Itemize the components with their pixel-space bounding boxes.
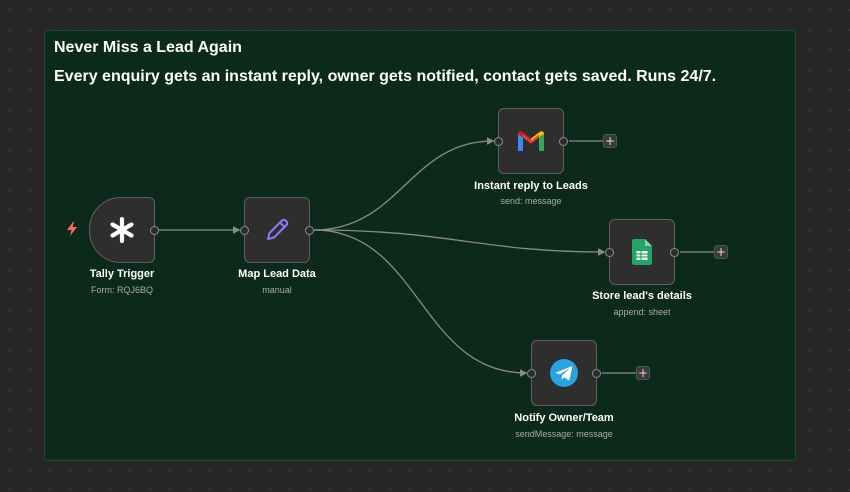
node-sublabel: send: message <box>500 196 562 206</box>
node-tally-trigger[interactable] <box>89 197 159 263</box>
output-port[interactable] <box>592 369 601 378</box>
output-port[interactable] <box>670 248 679 257</box>
node-sublabel: manual <box>262 285 292 295</box>
input-port[interactable] <box>240 226 249 235</box>
output-port[interactable] <box>559 137 568 146</box>
node-telegram[interactable] <box>527 340 601 406</box>
sticky-note[interactable]: Never Miss a Lead Again Every enquiry ge… <box>44 30 796 461</box>
google-sheets-icon <box>632 239 652 265</box>
input-port[interactable] <box>605 248 614 257</box>
node-sublabel: Form: RQJ6BQ <box>90 285 153 295</box>
pencil-icon <box>267 218 289 240</box>
node-gmail[interactable] <box>494 108 568 174</box>
gmail-icon <box>518 131 544 151</box>
output-port[interactable] <box>150 226 159 235</box>
add-node-button[interactable]: + <box>603 134 617 148</box>
sticky-subtitle: Every enquiry gets an instant reply, own… <box>54 68 717 85</box>
node-label: Notify Owner/Team <box>514 412 614 424</box>
input-port[interactable] <box>527 369 536 378</box>
node-label: Store lead's details <box>592 290 692 302</box>
node-label: Map Lead Data <box>238 268 316 280</box>
node-sublabel: append: sheet <box>613 307 671 317</box>
node-sublabel: sendMessage: message <box>515 429 613 439</box>
node-label: Instant reply to Leads <box>474 180 588 192</box>
node-label: Tally Trigger <box>89 268 155 280</box>
add-node-button[interactable]: + <box>636 366 650 380</box>
lightning-icon <box>67 222 77 236</box>
add-node-button[interactable]: + <box>714 245 728 259</box>
sticky-title: Never Miss a Lead Again <box>54 39 242 56</box>
node-google-sheets[interactable] <box>605 219 679 285</box>
output-port[interactable] <box>305 226 314 235</box>
asterisk-icon <box>110 217 134 243</box>
input-port[interactable] <box>494 137 503 146</box>
telegram-icon <box>550 359 578 387</box>
node-map-lead-data[interactable] <box>240 197 314 263</box>
